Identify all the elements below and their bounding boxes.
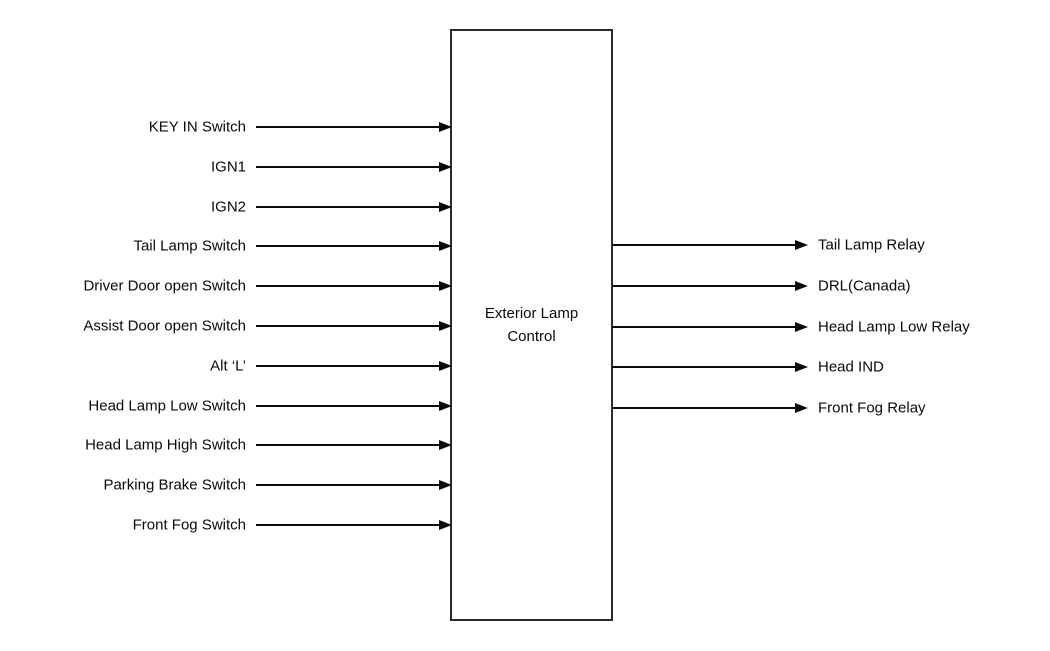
input-label: Parking Brake Switch [103,476,246,494]
input-label: Front Fog Switch [132,516,246,534]
arrow-right-icon [612,240,808,250]
input-label: Assist Door open Switch [83,317,246,335]
output-label: Head Lamp Low Relay [818,318,970,336]
arrow-right-icon [256,162,452,172]
output-label: Tail Lamp Relay [818,236,925,254]
output-label: DRL(Canada) [818,277,911,295]
exterior-lamp-control-block: Exterior Lamp Control [450,29,613,621]
arrow-right-icon [256,520,452,530]
arrow-right-icon [256,361,452,371]
arrow-right-icon [256,321,452,331]
arrow-right-icon [256,241,452,251]
arrow-right-icon [612,403,808,413]
arrow-right-icon [256,440,452,450]
arrow-right-icon [612,281,808,291]
input-label: Driver Door open Switch [83,277,246,295]
arrow-right-icon [612,362,808,372]
arrow-right-icon [256,281,452,291]
input-label: IGN1 [210,158,246,176]
arrow-right-icon [256,401,452,411]
arrow-right-icon [612,322,808,332]
arrow-right-icon [256,122,452,132]
input-label: KEY IN Switch [148,118,246,136]
input-label: Head Lamp High Switch [85,436,246,454]
input-label: Tail Lamp Switch [133,237,246,255]
output-label: Head IND [818,358,884,376]
block-title: Exterior Lamp Control [484,305,579,345]
output-label: Front Fog Relay [818,399,926,417]
arrow-right-icon [256,480,452,490]
input-label: IGN2 [210,198,246,216]
input-label: Head Lamp Low Switch [88,397,246,415]
input-label: Alt ‘L’ [210,357,246,375]
arrow-right-icon [256,202,452,212]
